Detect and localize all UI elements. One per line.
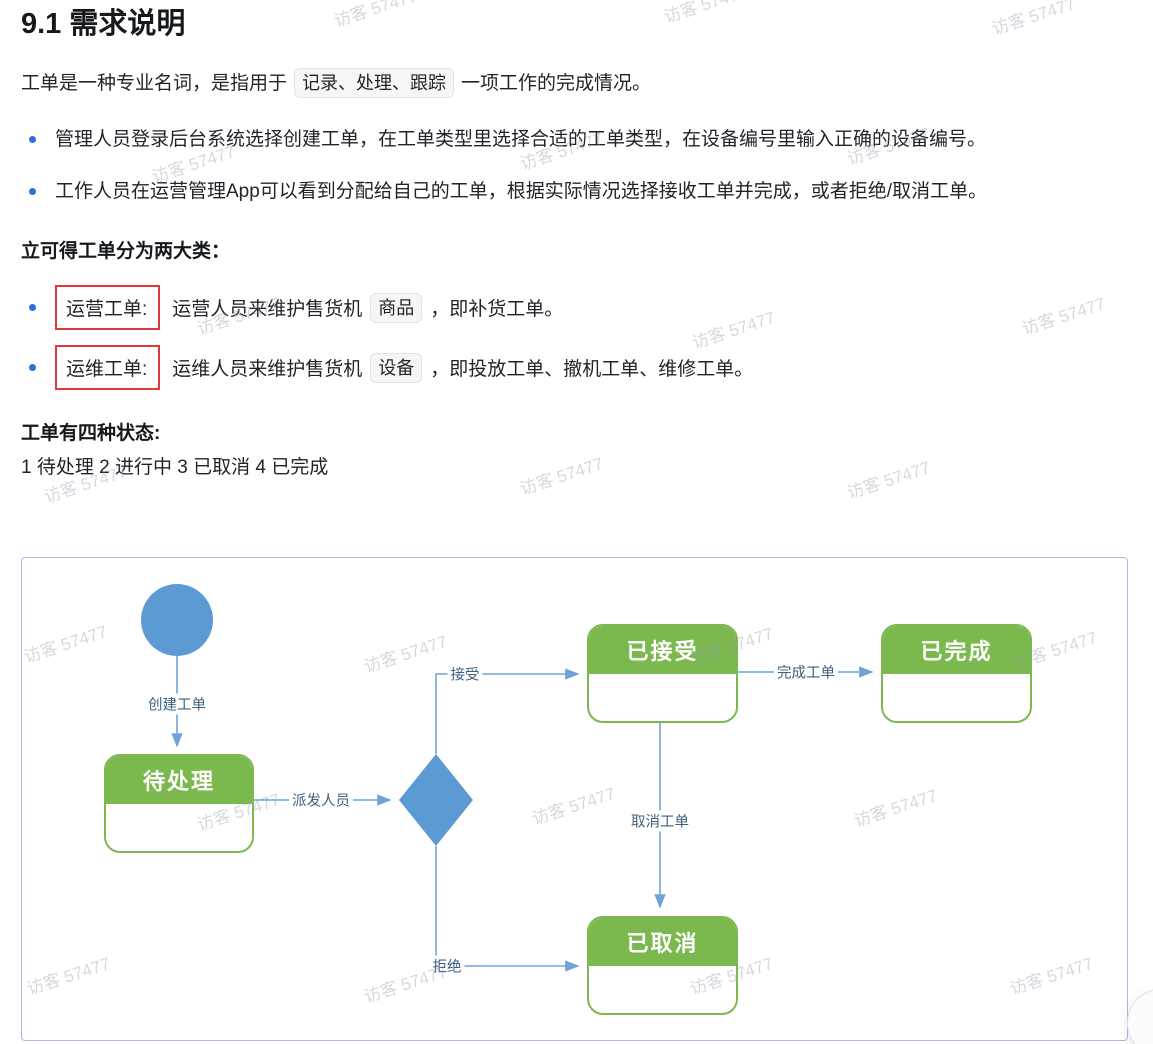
edge-label-dispatch: 派发人员	[289, 789, 353, 811]
edge-reject	[435, 846, 580, 972]
start-node	[141, 584, 213, 656]
edge-label-cancel: 取消工单	[628, 810, 692, 832]
page-title: 9.1 需求说明	[21, 8, 186, 40]
state-node-title: 已完成	[883, 626, 1030, 674]
decision-diamond	[399, 754, 473, 846]
edge-label-complete: 完成工单	[774, 661, 838, 683]
section-heading-categories: 立可得工单分为两大类：	[21, 241, 231, 262]
edge-label-create: 创建工单	[145, 693, 209, 715]
document-content: 9.1 需求说明 工单是一种专业名词，是指用于记录、处理、跟踪一项工作的完成情况…	[21, 0, 1131, 481]
bullet-list-roles: 管理人员登录后台系统选择创建工单，在工单类型里选择合适的工单类型，在设备编号里输…	[21, 121, 1131, 210]
status-list-line: 1 待处理 2 进行中 3 已取消 4 已完成	[21, 457, 329, 478]
state-node-pending: 待处理	[104, 754, 254, 853]
category-text-pre: 运维人员来维护售货机	[172, 359, 363, 380]
intro-paragraph: 工单是一种专业名词，是指用于记录、处理、跟踪一项工作的完成情况。	[21, 68, 1131, 99]
edge-label-reject: 拒绝	[429, 955, 465, 977]
list-item: 运维工单: 运维人员来维护售货机设备 ，即投放工单、撤机工单、维修工单。	[21, 343, 1131, 392]
edge-accept	[435, 668, 580, 754]
list-item: 管理人员登录后台系统选择创建工单，在工单类型里选择合适的工单类型，在设备编号里输…	[21, 121, 1131, 158]
floating-action-button[interactable]	[1127, 989, 1153, 1044]
section-heading-states: 工单有四种状态:	[21, 423, 161, 444]
state-node-accepted: 已接受	[587, 624, 738, 723]
list-item: 运营工单: 运营人员来维护售货机商品 ，即补货工单。	[21, 283, 1131, 332]
state-node-completed: 已完成	[881, 624, 1032, 723]
inline-code-goods: 商品	[370, 292, 423, 323]
state-node-cancelled: 已取消	[587, 916, 738, 1015]
category-text-pre: 运营人员来维护售货机	[172, 299, 363, 320]
red-highlight-box: 运营工单:	[55, 285, 161, 330]
state-node-title: 待处理	[106, 756, 252, 804]
list-item: 工作人员在运营管理App可以看到分配给自己的工单，根据实际情况选择接收工单并完成…	[21, 173, 1131, 210]
state-node-title: 已取消	[589, 918, 736, 966]
red-highlight-box: 运维工单:	[55, 345, 161, 390]
intro-text-pre: 工单是一种专业名词，是指用于	[21, 73, 288, 94]
inline-code-device: 设备	[370, 352, 423, 383]
state-diagram: 待处理 已接受 已完成 已取消 创建工单 派发人员 接受 完成工单 取消工单 拒…	[21, 557, 1128, 1041]
state-node-title: 已接受	[589, 626, 736, 674]
category-text-post: ，即投放工单、撤机工单、维修工单。	[430, 359, 754, 380]
category-text-post: ，即补货工单。	[430, 299, 564, 320]
intro-text-post: 一项工作的完成情况。	[461, 73, 652, 94]
inline-code-keywords: 记录、处理、跟踪	[294, 68, 455, 98]
edge-label-accept: 接受	[447, 663, 483, 685]
bullet-list-categories: 运营工单: 运营人员来维护售货机商品 ，即补货工单。 运维工单: 运维人员来维护售货机…	[21, 283, 1131, 392]
